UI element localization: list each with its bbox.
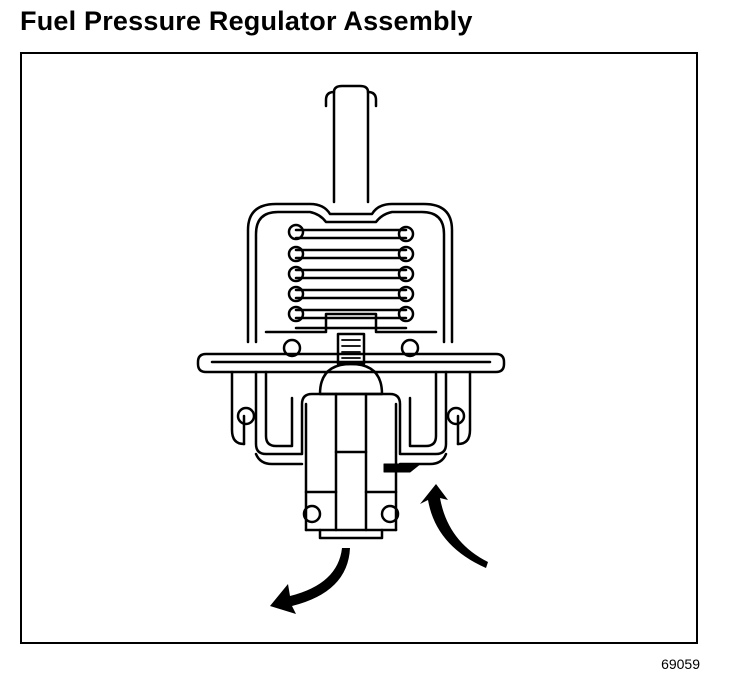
fuel-return-arrow (270, 548, 350, 614)
vacuum-nipple (332, 84, 370, 204)
regulator-diagram (196, 84, 506, 614)
upper-housing (246, 202, 454, 344)
diaphragm-flange (196, 352, 506, 374)
valve-ball (318, 362, 384, 396)
valve-stem (334, 392, 368, 532)
page-title: Fuel Pressure Regulator Assembly (20, 6, 473, 36)
figure-number: 69059 (661, 656, 700, 672)
spring (287, 223, 415, 330)
fuel-inlet-arrow (420, 484, 488, 568)
illustration-frame (20, 52, 698, 644)
lower-housing (254, 370, 448, 456)
